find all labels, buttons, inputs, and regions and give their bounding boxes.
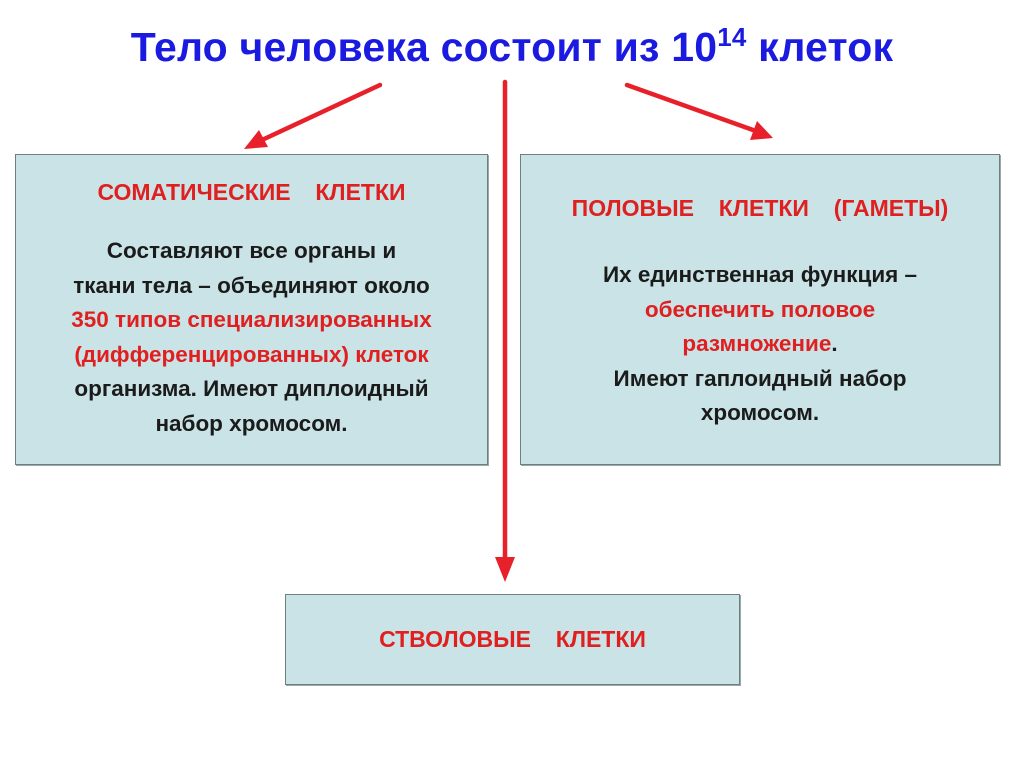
stem-heading: СТВОЛОВЫЕ КЛЕТКИ	[379, 626, 646, 652]
germ-line-4: Имеют гаплоидный набор	[613, 365, 907, 391]
somatic-heading: СОМАТИЧЕСКИЕ КЛЕТКИ	[97, 179, 406, 205]
arrow-to-somatic	[244, 82, 383, 149]
somatic-line-4: (дифференцированных) клеток	[74, 341, 429, 367]
germ-description: Их единственная функция – обеспечить пол…	[521, 258, 999, 431]
title-exponent: 14	[717, 22, 747, 52]
germ-line-2: обеспечить половое	[644, 296, 876, 322]
germ-line-1: Их единственная функция –	[602, 262, 918, 287]
stem-cells-box: СТВОЛОВЫЕ КЛЕТКИ	[285, 594, 740, 685]
germ-line-3-period: .	[831, 331, 838, 356]
somatic-line-2: ткани тела – объединяют около	[73, 272, 430, 298]
somatic-line-5: организма. Имеют диплоидный	[74, 376, 429, 401]
germ-cells-box: ПОЛОВЫЕ КЛЕТКИ (ГАМЕТЫ) Их единственная …	[520, 154, 1000, 465]
somatic-line-6: набор хромосом.	[155, 410, 348, 436]
title-text-end: клеток	[746, 24, 894, 70]
diagram-title: Тело человека состоит из 1014 клеток	[0, 24, 1024, 71]
somatic-line-1: Составляют все органы и	[106, 238, 397, 263]
germ-line-5: хромосом.	[700, 400, 820, 425]
germ-heading: ПОЛОВЫЕ КЛЕТКИ (ГАМЕТЫ)	[571, 195, 949, 221]
germ-line-3: размножение.	[521, 327, 999, 362]
somatic-cells-box: СОМАТИЧЕСКИЕ КЛЕТКИ Составляют все орган…	[15, 154, 488, 465]
arrow-to-stem	[495, 79, 515, 582]
arrow-to-germ	[624, 82, 773, 140]
somatic-description: Составляют все органы и ткани тела – объ…	[16, 234, 487, 441]
title-text: Тело человека состоит из 10	[130, 24, 718, 70]
somatic-line-3: 350 типов специализированных	[71, 307, 432, 332]
germ-line-3-red: размножение	[682, 331, 832, 356]
